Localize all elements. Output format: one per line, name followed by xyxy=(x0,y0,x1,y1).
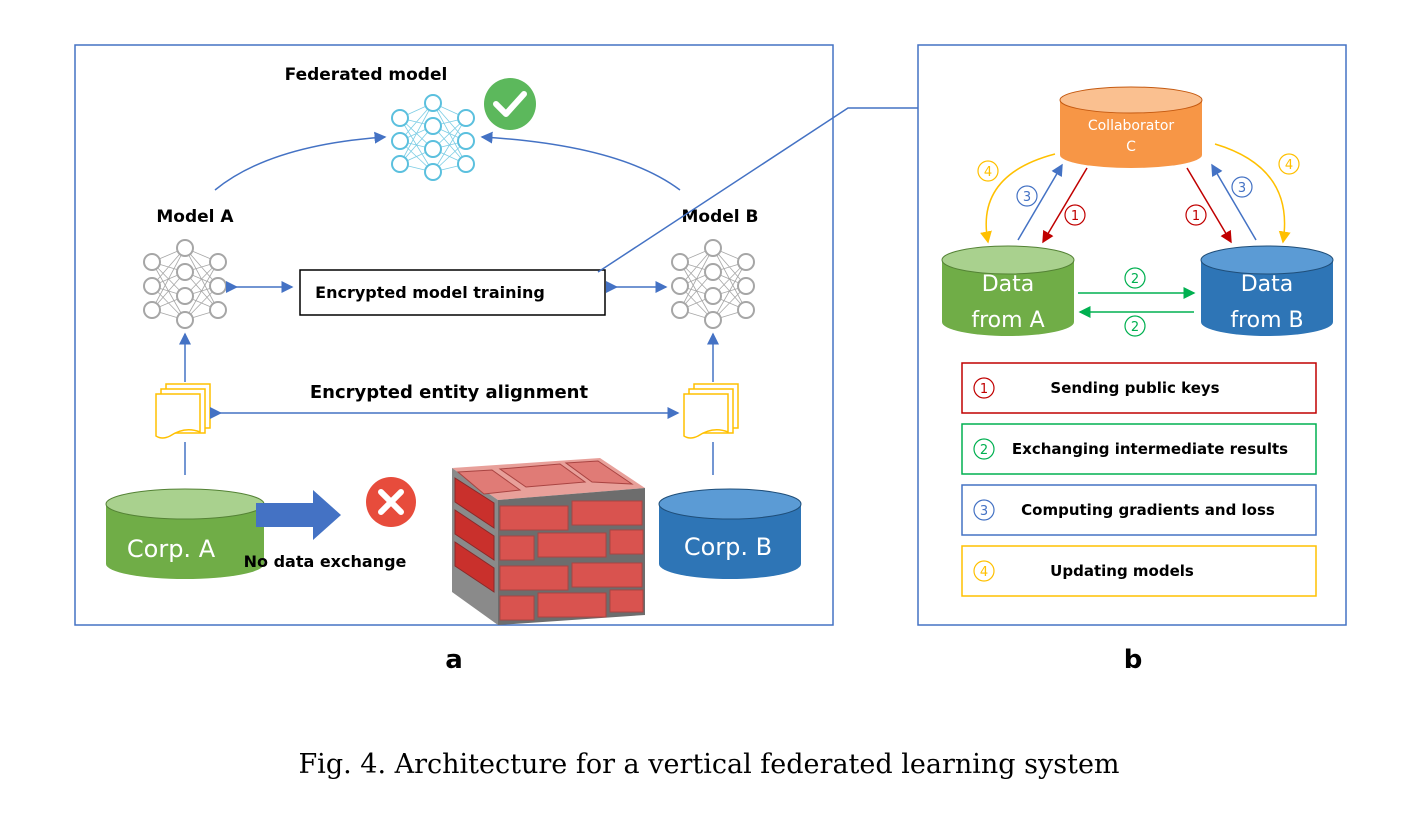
brick-wall-icon xyxy=(452,458,645,625)
model-a-network-icon xyxy=(143,239,227,329)
svg-text:1: 1 xyxy=(1192,209,1200,224)
arc-model-b-to-federated xyxy=(480,131,681,191)
corp-a-label: Corp. A xyxy=(127,535,216,563)
legend-text-1: Sending public keys xyxy=(1050,379,1219,397)
svg-text:4: 4 xyxy=(984,165,992,180)
collaborator-label-line1: Collaborator xyxy=(1088,118,1175,134)
no-exchange-label: No data exchange xyxy=(244,552,407,571)
legend-item-1: 1 Sending public keys xyxy=(961,362,1317,414)
data-b-label-line2: from B xyxy=(1230,308,1303,333)
collaborator-database-icon xyxy=(1059,86,1203,168)
step-marker-1-left: 1 xyxy=(1064,204,1086,226)
step-marker-2-bottom: 2 xyxy=(1124,315,1146,337)
corp-b-database-icon xyxy=(658,488,802,579)
legend-number-2: 2 xyxy=(980,443,988,458)
legend-item-4: 4 Updating models xyxy=(961,545,1317,597)
data-b-database-icon xyxy=(1200,245,1334,336)
legend-text-3: Computing gradients and loss xyxy=(1021,501,1275,519)
federated-network-icon xyxy=(391,94,475,181)
legend-number-1: 1 xyxy=(980,382,988,397)
legend-item-2: 2 Exchanging intermediate results xyxy=(961,423,1317,475)
svg-text:4: 4 xyxy=(1285,158,1293,173)
panel-a-frame xyxy=(74,44,834,626)
step-marker-4-left: 4 xyxy=(977,160,999,182)
model-a-label: Model A xyxy=(156,207,234,227)
arrow-step1-to-b xyxy=(1186,167,1232,244)
arrow-step3-from-a xyxy=(1017,163,1063,241)
encrypted-alignment-label: Encrypted entity alignment xyxy=(310,382,589,403)
step-marker-2-top: 2 xyxy=(1124,267,1146,289)
collaborator-label-line2: C xyxy=(1126,139,1136,155)
check-icon xyxy=(484,78,536,130)
step-marker-4-right: 4 xyxy=(1278,153,1300,175)
svg-text:3: 3 xyxy=(1238,181,1246,196)
model-b-label: Model B xyxy=(682,207,759,227)
federated-model-label: Federated model xyxy=(285,65,448,85)
svg-text:2: 2 xyxy=(1131,320,1139,335)
legend-text-2: Exchanging intermediate results xyxy=(1012,440,1288,458)
documents-a-icon xyxy=(155,383,211,439)
data-b-label-line1: Data xyxy=(1241,272,1294,297)
panel-a-letter: a xyxy=(445,645,463,675)
corp-a-database-icon xyxy=(105,488,265,579)
step-marker-1-right: 1 xyxy=(1185,204,1207,226)
arrow-step3-from-b xyxy=(1211,163,1257,241)
encrypted-training-box xyxy=(299,269,606,316)
figure-caption: Fig. 4. Architecture for a vertical fede… xyxy=(298,749,1119,780)
documents-b-icon xyxy=(683,383,739,439)
step-marker-3-left: 3 xyxy=(1016,185,1038,207)
svg-text:1: 1 xyxy=(1071,209,1079,224)
data-a-label-line2: from A xyxy=(971,308,1044,333)
arc-model-a-to-federated xyxy=(214,131,387,191)
encrypted-training-label: Encrypted model training xyxy=(315,283,545,302)
panel-b-frame xyxy=(917,44,1347,626)
legend-text-4: Updating models xyxy=(1050,562,1194,580)
arrow-step4-to-a xyxy=(980,153,1056,244)
cross-icon xyxy=(366,477,416,527)
panel-b-letter: b xyxy=(1124,645,1143,675)
svg-text:2: 2 xyxy=(1131,272,1139,287)
step-marker-3-right: 3 xyxy=(1231,176,1253,198)
data-a-label-line1: Data xyxy=(982,272,1035,297)
legend-number-4: 4 xyxy=(980,565,988,580)
zoom-connector-line xyxy=(597,107,918,273)
svg-text:3: 3 xyxy=(1023,190,1031,205)
model-b-network-icon xyxy=(671,239,755,329)
arrow-step1-to-a xyxy=(1042,167,1088,244)
corp-b-label: Corp. B xyxy=(684,533,772,561)
legend-item-3: 3 Computing gradients and loss xyxy=(961,484,1317,536)
block-arrow-icon xyxy=(256,490,341,540)
data-a-database-icon xyxy=(941,245,1075,336)
legend-number-3: 3 xyxy=(980,504,988,519)
arrow-step4-to-b xyxy=(1214,143,1291,244)
